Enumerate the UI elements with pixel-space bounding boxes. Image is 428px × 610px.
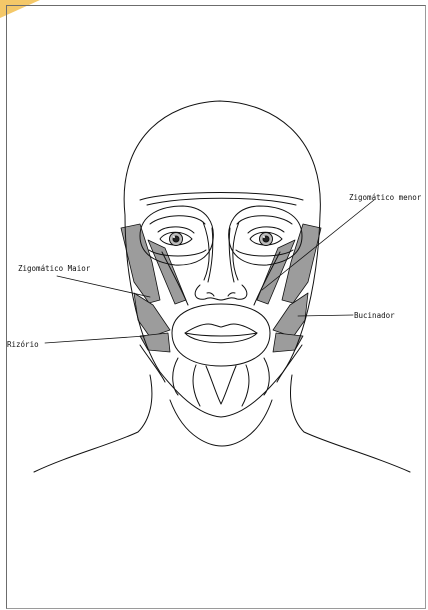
leader-zygomatico-menor <box>262 200 374 290</box>
neck-right <box>291 375 411 472</box>
nose <box>195 285 247 300</box>
label-zygomaticus-major: Zigomático Maior <box>18 264 90 273</box>
risorius-right <box>273 333 303 352</box>
label-buccinator: Bucinador <box>354 311 395 320</box>
leader-risorio <box>45 336 145 343</box>
upper-lip <box>185 324 257 333</box>
label-zygomaticus-minor: Zigomático menor <box>349 193 427 202</box>
neck-left <box>34 375 152 472</box>
mouth-line <box>185 333 257 336</box>
label-risorius: Rizório <box>7 340 43 349</box>
